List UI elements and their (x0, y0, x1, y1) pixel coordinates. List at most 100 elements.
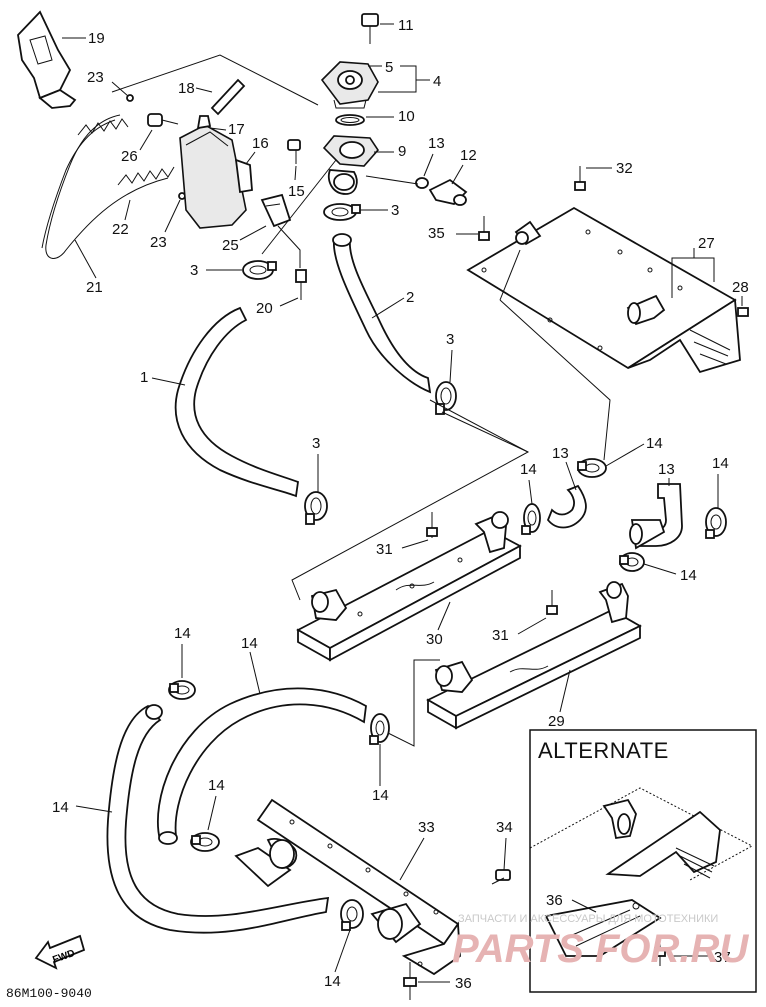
callout-9: 12 (460, 147, 477, 164)
callout-14-a: 14 (646, 435, 663, 452)
thermostat-housing-7 (322, 135, 380, 195)
callout-33: 34 (496, 819, 513, 836)
hose-clamp-14-f (369, 713, 390, 745)
hose-clamp-3-a (242, 260, 277, 280)
hose-clamp-14-h (340, 899, 364, 931)
watermark-line2: PARTS FOR.RU (452, 927, 749, 971)
callout-8: 11 (398, 17, 414, 34)
callout-14-b: 14 (520, 461, 537, 478)
callout-3-a: 3 (190, 262, 198, 279)
callout-28: 29 (548, 713, 565, 730)
callout-4: 4 (433, 73, 441, 90)
callout-25: 26 (121, 148, 138, 165)
cooler-28 (426, 581, 642, 730)
callout-27: 28 (732, 279, 749, 296)
drawing-code: 86M100-9040 (6, 986, 92, 1001)
callout-15: 15 (288, 183, 305, 200)
hose-12 (106, 704, 330, 934)
cap-16 (234, 158, 253, 194)
callout-14-c: 14 (712, 455, 729, 472)
bolt-32 (574, 166, 586, 191)
callout-6: 10 (398, 108, 415, 125)
bolt-8 (361, 13, 379, 44)
callout-3-c: 3 (446, 331, 454, 348)
callout-1: 1 (140, 369, 148, 386)
hose-clamp-14-e (168, 680, 196, 700)
callout-17: 17 (228, 121, 245, 138)
callout-13-b: 13 (658, 461, 675, 478)
hose-clamp-14-g (190, 832, 220, 852)
hose-clamp-3-c (435, 381, 457, 415)
callout-23: 23 (87, 69, 104, 86)
hose-13-a (546, 484, 587, 529)
cooler-29 (296, 511, 522, 662)
gasket-10 (415, 177, 429, 189)
watermark-line1: ЗАПЧАСТИ И АКСЕССУАРЫ ДЛЯ МОТОТЕХНИКИ (458, 913, 718, 925)
pipe-18 (210, 78, 246, 116)
callout-11: 14 (241, 635, 258, 652)
callout-36: 36 (546, 892, 563, 909)
bracket-19 (17, 10, 77, 109)
reservoir-tank-17 (179, 115, 247, 229)
spring-22 (77, 118, 175, 186)
callout-32: 32 (616, 160, 633, 177)
callout-29: 30 (426, 631, 443, 648)
fitting-25 (147, 113, 179, 127)
hose-11 (156, 687, 367, 845)
callout-14-g: 14 (208, 777, 225, 794)
callout-14-f: 14 (372, 787, 389, 804)
hose-clamp-3-d (304, 491, 328, 525)
cooler-plate-30 (234, 798, 461, 976)
callout-22: 22 (112, 221, 129, 238)
callout-14-d: 14 (680, 567, 697, 584)
callout-7: 9 (398, 143, 406, 160)
callout-16: 16 (252, 135, 269, 152)
callout-12: 14 (52, 799, 69, 816)
thermostat-cover-5 (320, 61, 379, 109)
alternate-box: ALTERNATE (529, 729, 757, 993)
hose-clamp-14-c (705, 507, 727, 539)
callout-19: 19 (88, 30, 105, 47)
cooler-plate-26 (466, 206, 741, 374)
callout-37: 37 (714, 949, 731, 966)
bolt-35 (478, 216, 490, 241)
callout-31-a: 31 (376, 541, 393, 558)
hose-clamp-3-b (323, 203, 361, 221)
callout-5: 5 (385, 59, 393, 76)
clip-23-top (126, 94, 134, 102)
callout-14-e: 14 (174, 625, 191, 642)
thermo-sensor-9 (428, 178, 468, 206)
callout-23b: 23 (150, 234, 167, 251)
sensor-15 (287, 139, 301, 164)
front-direction-arrow: FWD (34, 934, 86, 970)
callout-14-h: 14 (324, 973, 341, 990)
bolt-31-b (546, 590, 558, 615)
hose-clamp-14-b (521, 503, 541, 535)
callout-3-d: 3 (312, 435, 320, 452)
overflow-hose-21 (41, 114, 169, 259)
callout-34: 36 (455, 975, 472, 992)
bolt-20 (295, 269, 307, 300)
callout-20: 20 (256, 300, 273, 317)
callout-10: 13 (428, 135, 445, 152)
hose-13-b (629, 483, 683, 550)
callout-30: 33 (418, 819, 435, 836)
hose-1 (174, 306, 299, 498)
bolt-27 (737, 307, 749, 317)
callout-24: 25 (222, 237, 239, 254)
callout-35: 35 (428, 225, 445, 242)
callout-31-b: 31 (492, 627, 509, 644)
bolt-31-a (426, 512, 438, 538)
bolt-37 (654, 940, 666, 966)
callout-13-a: 13 (552, 445, 569, 462)
bolt-34 (403, 977, 417, 1000)
alternate-title: ALTERNATE (538, 738, 669, 763)
bolt-33 (491, 869, 511, 885)
hose-clamp-14-d (619, 552, 645, 572)
hose-2 (332, 233, 432, 394)
hose-clamp-14-a (577, 458, 607, 478)
callout-18: 18 (178, 80, 195, 97)
o-ring-6 (335, 114, 365, 126)
callout-3-b: 3 (391, 202, 399, 219)
callout-21: 21 (86, 279, 103, 296)
